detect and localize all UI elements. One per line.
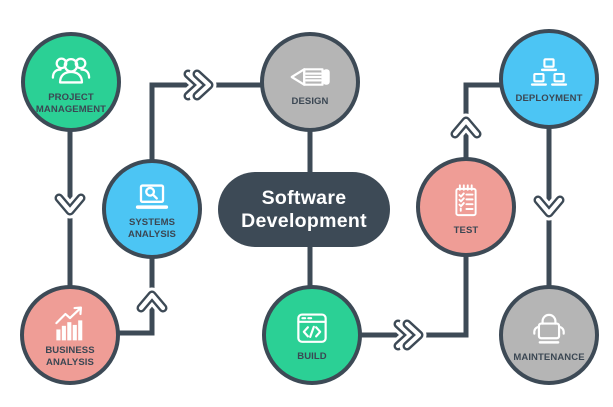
node-label: SYSTEMS ANALYSIS [128,217,176,240]
laptop-search-icon [129,180,175,216]
chevron-down-icon [530,192,568,221]
node-test: TEST [416,157,516,257]
double-chevron-right-icon [180,66,217,104]
chevron-up-icon [447,113,485,142]
growth-chart-icon [48,304,92,344]
node-label: PROJECT MANAGEMENT [35,92,107,115]
checklist-icon [445,180,487,224]
node-project-management: PROJECT MANAGEMENT [21,32,121,132]
title-box: Software Development [218,172,390,247]
network-icon [527,56,571,92]
node-deployment: DEPLOYMENT [499,29,599,129]
node-label: MAINTENANCE [513,351,585,363]
node-business-analysis: BUSINESS ANALYSIS [20,285,120,385]
double-chevron-right-icon [390,316,427,354]
chevron-up-icon [133,287,171,316]
team-icon [48,51,94,91]
node-build: BUILD [262,285,362,385]
diagram-title: Software Development [241,186,367,232]
node-maintenance: MAINTENANCE [499,285,599,385]
code-window-icon [290,310,334,350]
pencil-icon [285,59,335,95]
node-label: DEPLOYMENT [515,92,583,104]
node-label: DESIGN [291,95,329,107]
node-systems-analysis: SYSTEMS ANALYSIS [102,159,202,259]
node-label: BUSINESS ANALYSIS [45,345,95,368]
node-label: BUILD [297,350,327,362]
toolbox-icon [527,309,571,351]
node-label: TEST [453,224,479,236]
node-design: DESIGN [260,32,360,132]
chevron-down-icon [51,190,89,219]
